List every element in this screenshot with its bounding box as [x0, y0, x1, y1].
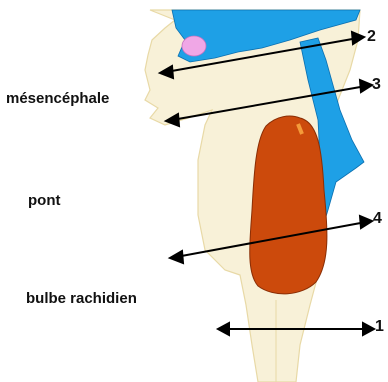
- arrow-1-head-right: [363, 323, 374, 335]
- arrow-4-head-right: [360, 216, 372, 228]
- label-bulbe-rachidien: bulbe rachidien: [26, 290, 137, 307]
- arrow-1-head-left: [218, 323, 229, 335]
- number-1: 1: [375, 318, 384, 336]
- label-mesencephale: mésencéphale: [6, 90, 109, 107]
- arrow-3-head-right: [360, 80, 372, 92]
- pineal-gland: [182, 36, 206, 56]
- number-2: 2: [367, 28, 376, 46]
- arrow-4-head-left: [170, 251, 183, 263]
- number-3: 3: [372, 76, 381, 94]
- number-4: 4: [373, 210, 382, 228]
- lesion: [250, 116, 327, 294]
- label-pont: pont: [28, 192, 60, 209]
